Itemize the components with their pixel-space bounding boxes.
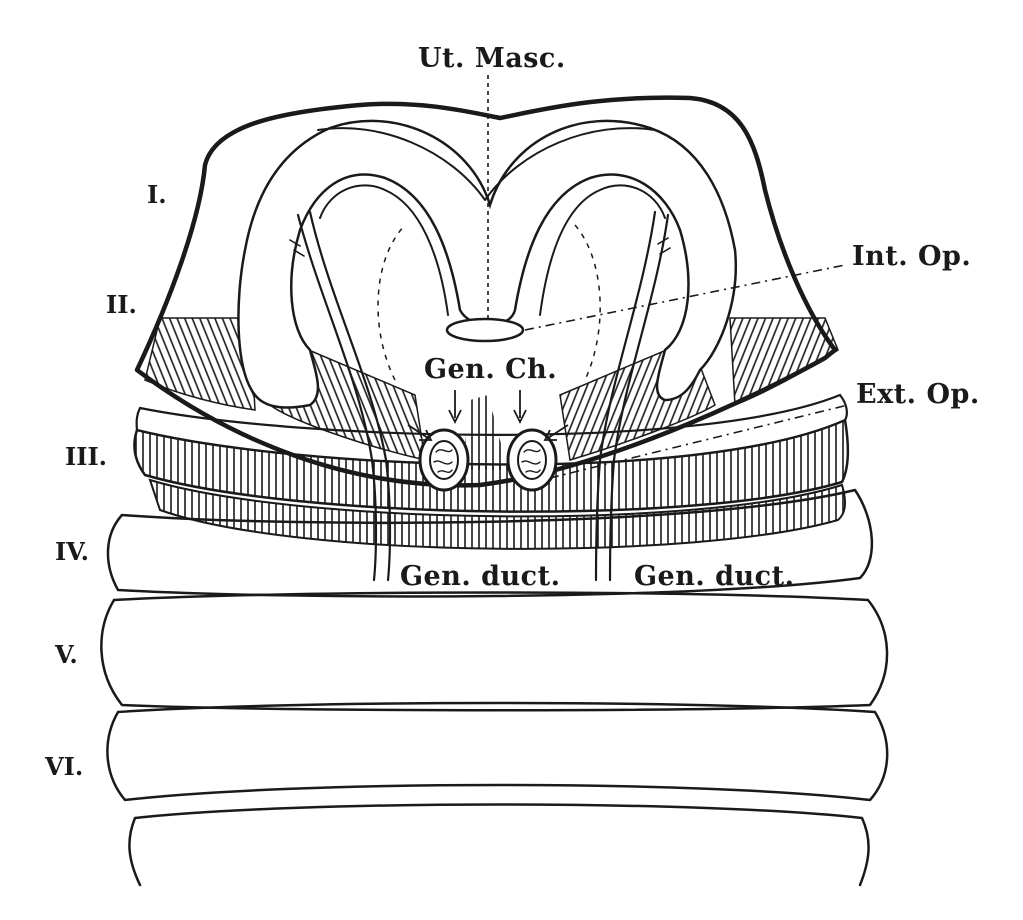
segment-v-body xyxy=(100,591,889,712)
segment-label-2: II. xyxy=(106,290,137,319)
ext-op-leader xyxy=(549,404,849,479)
label-gen-duct-left: Gen. duct. xyxy=(400,561,561,592)
label-gen-duct-right: Gen. duct. xyxy=(634,561,795,592)
internal-opening xyxy=(445,317,525,343)
genital-chamber-right xyxy=(506,428,558,492)
label-ext-op: Ext. Op. xyxy=(856,379,980,410)
segment-label-5: V. xyxy=(54,640,78,669)
genital-chamber-left xyxy=(418,428,470,492)
genital-ducts xyxy=(289,210,671,582)
label-gen-ch: Gen. Ch. xyxy=(424,354,557,385)
gen-ch-arrows xyxy=(407,390,569,441)
head-outline xyxy=(134,95,838,488)
segment-label-3: III. xyxy=(65,442,107,471)
label-int-op: Int. Op. xyxy=(852,241,971,272)
segment-vi-body xyxy=(106,701,889,887)
genital-chambers xyxy=(418,395,558,492)
segment-label-1: I. xyxy=(147,180,167,209)
internal-chamber-outline xyxy=(377,224,601,381)
segment-label-4: IV. xyxy=(55,537,89,566)
label-ut-masc: Ut. Masc. xyxy=(418,43,566,74)
uterus-loops xyxy=(237,119,737,409)
segment-label-6: VI. xyxy=(44,752,83,781)
